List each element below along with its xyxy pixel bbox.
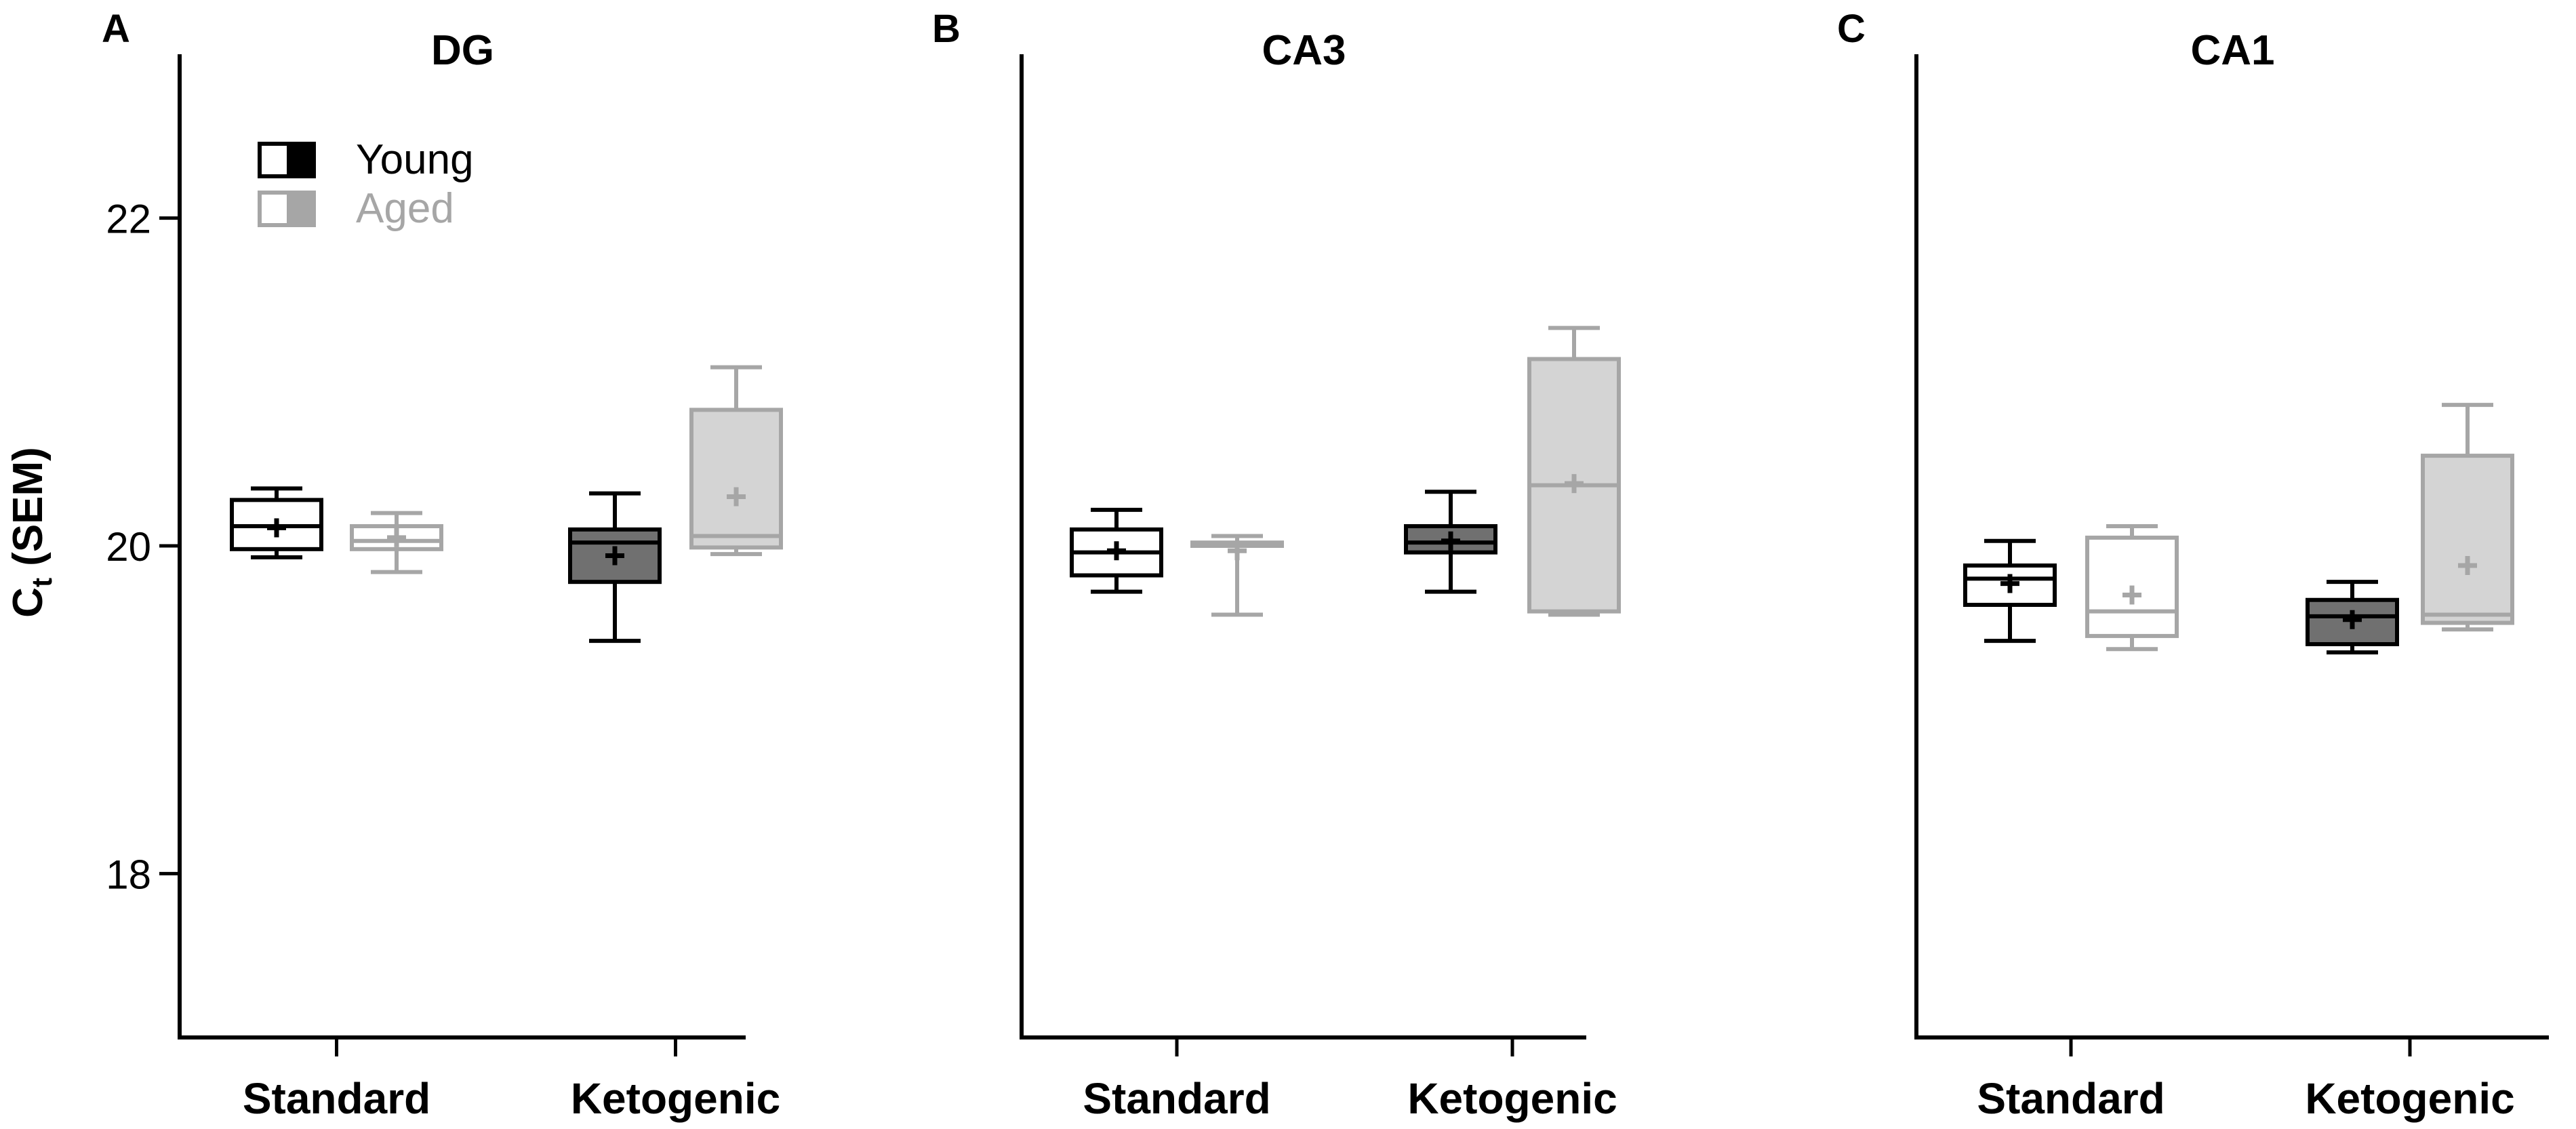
panel-title: CA3 [1262,27,1346,74]
y-tick-label: 18 [106,852,151,897]
legend-label: Aged [356,185,454,232]
panel-letter: B [932,7,961,51]
box-young-ketogenic [568,491,662,643]
x-tick-label: Standard [243,1074,430,1123]
box-aged-ketogenic [689,365,783,557]
box-aged-ketogenic [2421,403,2514,632]
legend-swatch-fill [287,193,314,225]
legend-item-aged: Aged [258,185,454,232]
box-aged-standard [1190,534,1284,617]
x-tick-label: Standard [1083,1074,1270,1123]
box-aged-standard [350,511,443,574]
legend-label: Young [356,136,474,183]
box-iqr [2421,454,2514,625]
box-aged-standard [2085,524,2179,652]
box-young-standard [1963,538,2057,643]
panel-letter: A [102,7,130,51]
y-axis-label: Ct (SEM) [5,447,58,618]
box-young-standard [230,486,323,559]
box-young-ketogenic [2306,580,2399,655]
panel-dg: A DG 18 20 22 Ct (SEM) Standard Ketogenic [5,7,783,1123]
y-tick-label: 20 [106,524,151,570]
x-tick-label: Ketogenic [1407,1074,1617,1123]
box-iqr [689,408,783,550]
legend-swatch-fill [287,144,314,176]
legend-item-young: Young [258,136,474,183]
y-tick-label: 22 [106,197,151,242]
x-tick-label: Standard [1977,1074,2165,1123]
panel-letter: C [1837,7,1866,51]
x-tick-label: Ketogenic [571,1074,780,1123]
x-tick-label: Ketogenic [2305,1074,2514,1123]
box-young-standard [1070,507,1163,594]
box-young-ketogenic [1404,490,1497,594]
panel-title: DG [431,27,494,74]
panel-title: CA1 [2190,27,2274,74]
box-aged-ketogenic [1527,325,1621,617]
